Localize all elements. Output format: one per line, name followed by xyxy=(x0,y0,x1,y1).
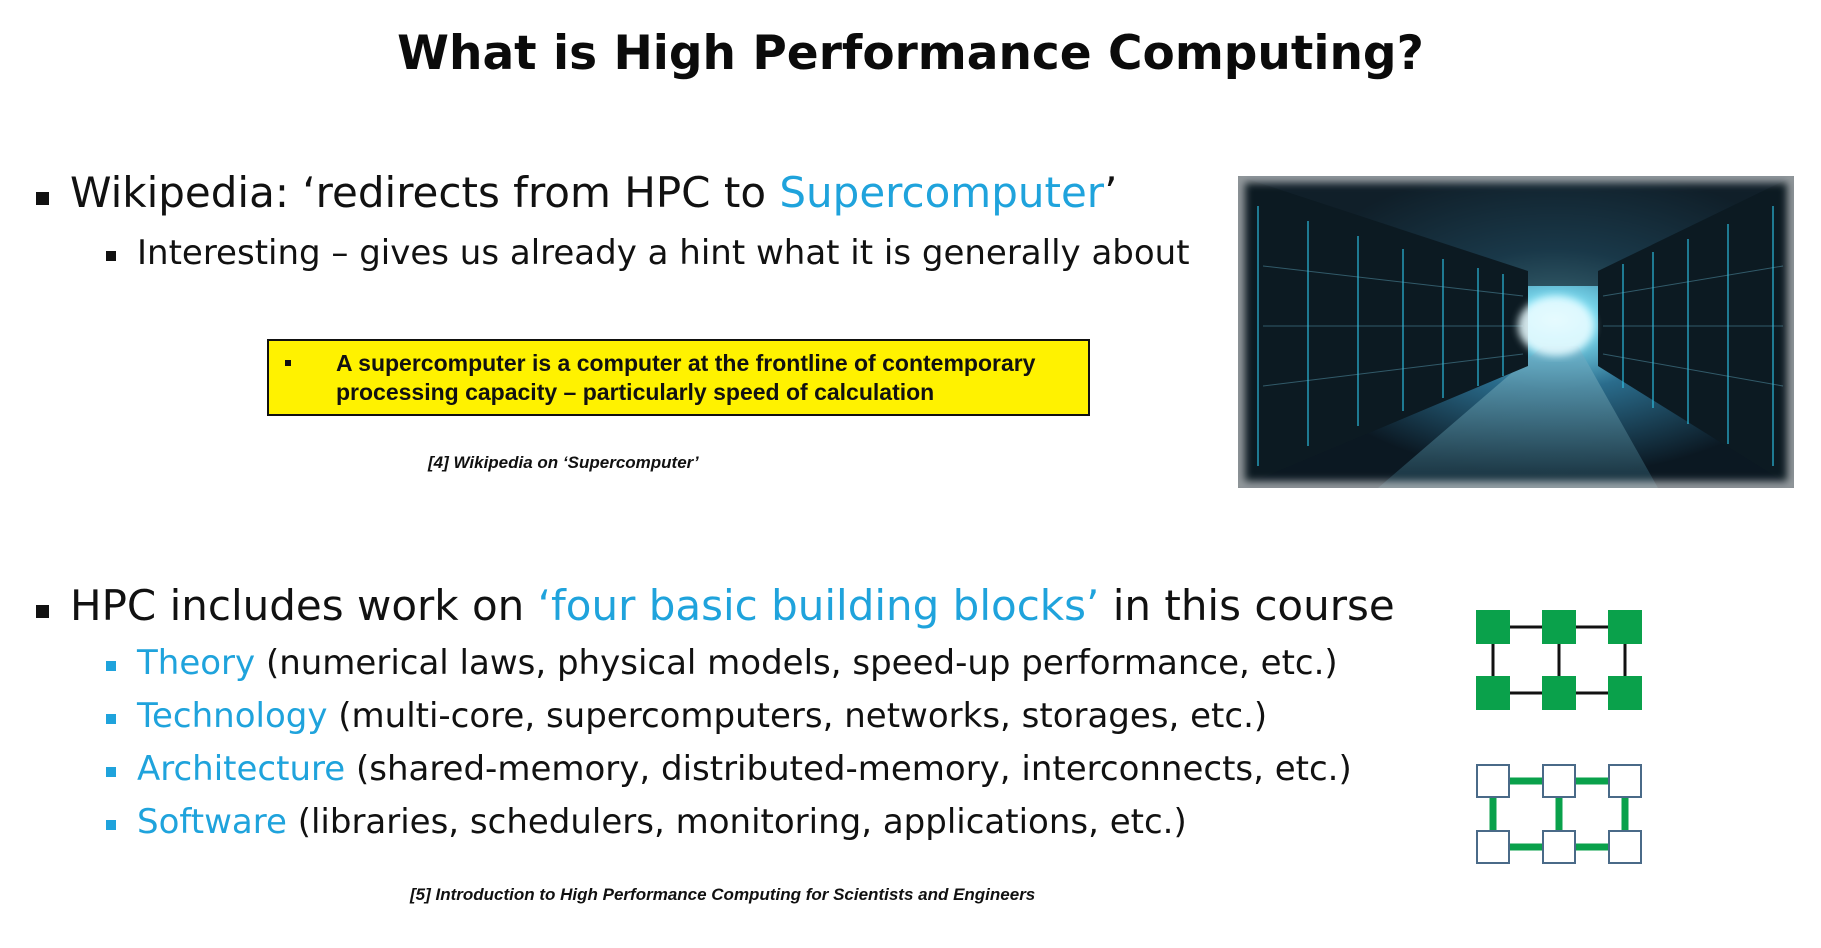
bullet-text: Wikipedia: ‘redirects from HPC to Superc… xyxy=(70,168,1117,217)
bullet-square-icon xyxy=(106,819,116,830)
page-title: What is High Performance Computing? xyxy=(397,26,1424,81)
shared-memory-network-icon xyxy=(1476,610,1642,710)
term-description: (libraries, schedulers, monitoring, appl… xyxy=(286,802,1187,842)
bullet-square-icon xyxy=(36,605,49,618)
bullet-text: HPC includes work on ‘four basic buildin… xyxy=(70,581,1395,630)
distributed-network-icon xyxy=(1476,764,1642,864)
term-description: (numerical laws, physical models, speed-… xyxy=(255,643,1338,683)
bullet-square-icon xyxy=(106,766,116,777)
bullet-text-suffix: ’ xyxy=(1104,168,1118,217)
term-description: (multi-core, supercomputers, networks, s… xyxy=(327,696,1268,736)
list-item-software: Software (libraries, schedulers, monitor… xyxy=(106,802,1187,842)
supercomputer-link[interactable]: Supercomputer xyxy=(779,168,1105,217)
citation-book: [5] Introduction to High Performance Com… xyxy=(410,885,1036,904)
building-blocks-highlight: ‘four basic building blocks’ xyxy=(537,581,1100,630)
list-item-theory: Theory (numerical laws, physical models,… xyxy=(106,643,1338,683)
term-technology: Technology xyxy=(137,696,328,736)
sub-bullet-hint: Interesting – gives us already a hint wh… xyxy=(106,233,1190,273)
term-theory: Theory xyxy=(137,643,256,683)
bullet-square-icon xyxy=(106,250,116,261)
definition-text: A supercomputer is a computer at the fro… xyxy=(336,350,1036,405)
term-software: Software xyxy=(137,802,287,842)
bullet-square-icon xyxy=(36,192,49,205)
list-item-technology: Technology (multi-core, supercomputers, … xyxy=(106,696,1267,736)
bullet-text-prefix: HPC includes work on xyxy=(70,581,538,630)
bullet-text-prefix: Wikipedia: ‘redirects from HPC to xyxy=(70,168,780,217)
definition-quote-box: A supercomputer is a computer at the fro… xyxy=(267,339,1090,416)
list-item-architecture: Architecture (shared-memory, distributed… xyxy=(106,749,1352,789)
bullet-building-blocks: HPC includes work on ‘four basic buildin… xyxy=(36,581,1395,630)
bullet-square-icon xyxy=(106,713,116,724)
citation-wikipedia: [4] Wikipedia on ‘Supercomputer’ xyxy=(428,453,699,472)
server-room-photo xyxy=(1238,176,1794,488)
bullet-text-suffix: in this course xyxy=(1099,581,1395,630)
term-description: (shared-memory, distributed-memory, inte… xyxy=(345,749,1352,789)
bullet-wikipedia: Wikipedia: ‘redirects from HPC to Superc… xyxy=(36,168,1117,217)
bullet-square-icon xyxy=(106,660,116,671)
bullet-square-icon xyxy=(285,360,291,366)
sub-bullet-text: Interesting – gives us already a hint wh… xyxy=(137,233,1190,273)
term-architecture: Architecture xyxy=(137,749,346,789)
